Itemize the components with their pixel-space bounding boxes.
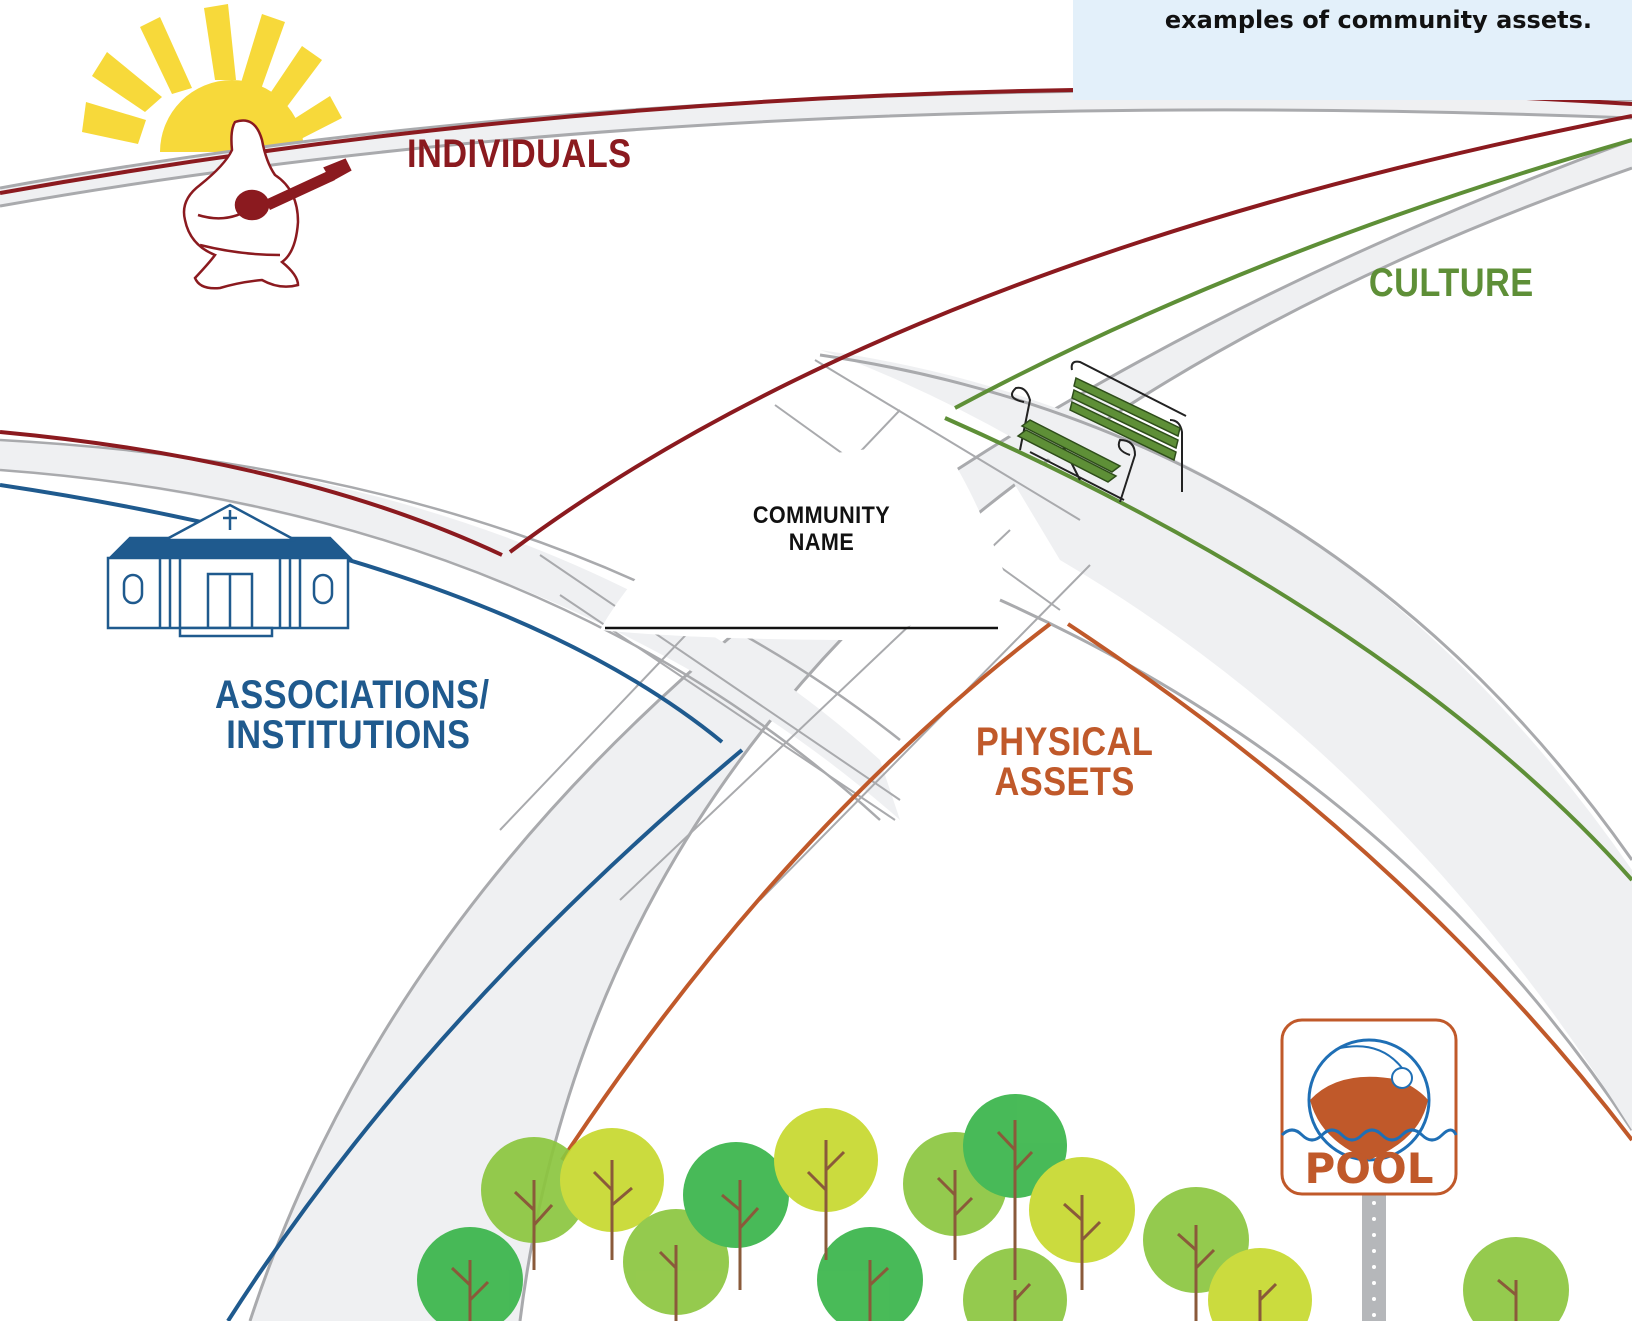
label-associations-line2: INSTITUTIONS xyxy=(226,713,471,757)
label-associations-line1: ASSOCIATIONS/ xyxy=(215,673,490,717)
culture-boundary-line xyxy=(954,138,1632,410)
label-individuals: INDIVIDUALS xyxy=(407,132,632,176)
sun-ray xyxy=(140,17,192,94)
sun-ray xyxy=(92,52,162,112)
label-associations-institutions: ASSOCIATIONS/ INSTITUTIONS xyxy=(215,673,490,757)
pool-sign-label: POOL xyxy=(1304,1144,1434,1193)
label-culture: CULTURE xyxy=(1369,261,1534,305)
beach-ball-icon xyxy=(1307,1038,1431,1162)
community-name-line1: COMMUNITY xyxy=(752,502,891,529)
instruction-box: examples of community assets. xyxy=(1073,0,1632,100)
instruction-text: examples of community assets. xyxy=(1164,6,1592,34)
community-name-label: COMMUNITY NAME xyxy=(745,502,898,557)
physical-boundary-line-right xyxy=(1066,622,1632,1142)
associations-boundary-line-lower xyxy=(226,748,744,1321)
sun-ray xyxy=(82,102,146,144)
center-patch xyxy=(600,440,1010,640)
label-physical-line1: PHYSICAL xyxy=(975,720,1154,764)
pool-sign-icon xyxy=(1280,1018,1458,1321)
sun-icon xyxy=(82,4,342,152)
label-physical-line2: ASSETS xyxy=(994,760,1135,804)
individuals-boundary-line-lower xyxy=(508,114,1632,554)
physical-boundary-line-left xyxy=(560,622,1052,1162)
associations-boundary-line xyxy=(0,483,724,744)
trees-icon xyxy=(417,1094,1569,1321)
guitar-player-icon xyxy=(182,119,352,290)
sun-ray xyxy=(240,14,285,92)
sun-ray xyxy=(286,96,342,142)
sun-ray xyxy=(204,4,236,80)
church-building-icon xyxy=(106,503,354,638)
label-physical-assets: PHYSICAL ASSETS xyxy=(970,722,1159,802)
sun-ray xyxy=(267,46,322,112)
park-bench-icon xyxy=(1010,360,1187,503)
individuals-boundary-line-left xyxy=(0,430,503,557)
community-name-line2: NAME xyxy=(788,528,855,556)
culture-boundary-line-lower xyxy=(944,416,1632,882)
